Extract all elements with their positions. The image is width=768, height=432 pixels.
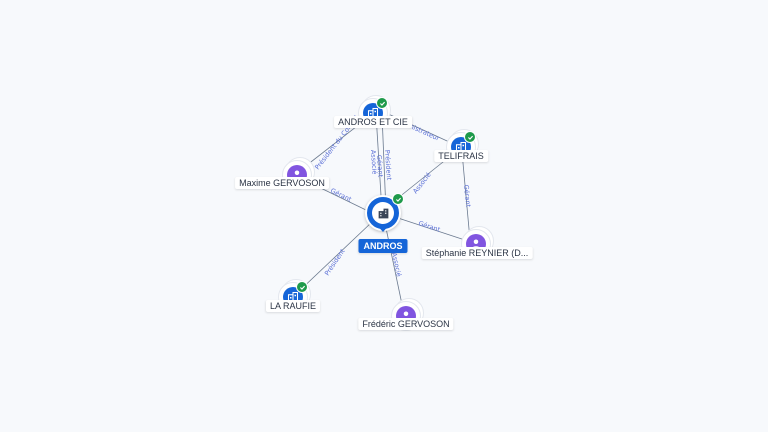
node-maxime-gervoson[interactable]: Maxime GERVOSON	[235, 157, 329, 190]
edge-stephanie-telifrais	[461, 151, 471, 241]
node-andros-et-cie[interactable]: ANDROS ET CIE	[334, 95, 412, 128]
node-la-raufie[interactable]: LA RAUFIE	[265, 279, 321, 312]
verified-badge	[376, 97, 388, 109]
edge-label-andros-raufie: Président	[323, 247, 347, 277]
check-icon	[395, 197, 401, 202]
edge-label-aec-andros-gerant: Gérant	[375, 155, 385, 178]
node-label-maxime-gervoson: Maxime GERVOSON	[235, 177, 329, 189]
check-icon	[467, 135, 473, 140]
node-telifrais[interactable]: TELIFRAIS	[434, 129, 488, 162]
edge-label-aec-andros-president: Président	[383, 150, 393, 181]
verified-badge	[392, 193, 404, 205]
edge-label-andros-telifrais: Associé	[411, 171, 432, 195]
edge-label-aec-andros-associe: Associé	[369, 150, 379, 175]
node-andros[interactable]: ANDROS	[358, 193, 408, 253]
node-label-la-raufie: LA RAUFIE	[265, 300, 321, 312]
check-icon	[299, 285, 305, 290]
edge-andros-la-raufie	[295, 221, 373, 295]
node-label-andros: ANDROS	[358, 239, 408, 253]
node-label-frederic-gervoson: Frédéric GERVOSON	[358, 318, 454, 330]
node-label-andros-et-cie: ANDROS ET CIE	[334, 116, 412, 128]
node-label-stephanie-reynier: Stéphanie REYNIER (D...	[421, 247, 533, 259]
edge-label-stephanie-telifrais: Gérant	[462, 184, 472, 208]
building-icon	[378, 208, 388, 218]
node-stephanie-reynier[interactable]: Stéphanie REYNIER (D...	[421, 226, 533, 259]
edge-label-frederic-andros: Associé	[390, 252, 403, 278]
edge-label-maxime-andros: Gérant	[329, 187, 353, 204]
check-icon	[379, 101, 385, 106]
edge-label-stephanie-andros: Gérant	[417, 219, 441, 234]
verified-badge	[464, 131, 476, 143]
node-frederic-gervoson[interactable]: Frédéric GERVOSON	[358, 298, 454, 331]
verified-badge	[296, 281, 308, 293]
pin-tail	[376, 224, 390, 232]
node-label-telifrais: TELIFRAIS	[434, 150, 488, 162]
